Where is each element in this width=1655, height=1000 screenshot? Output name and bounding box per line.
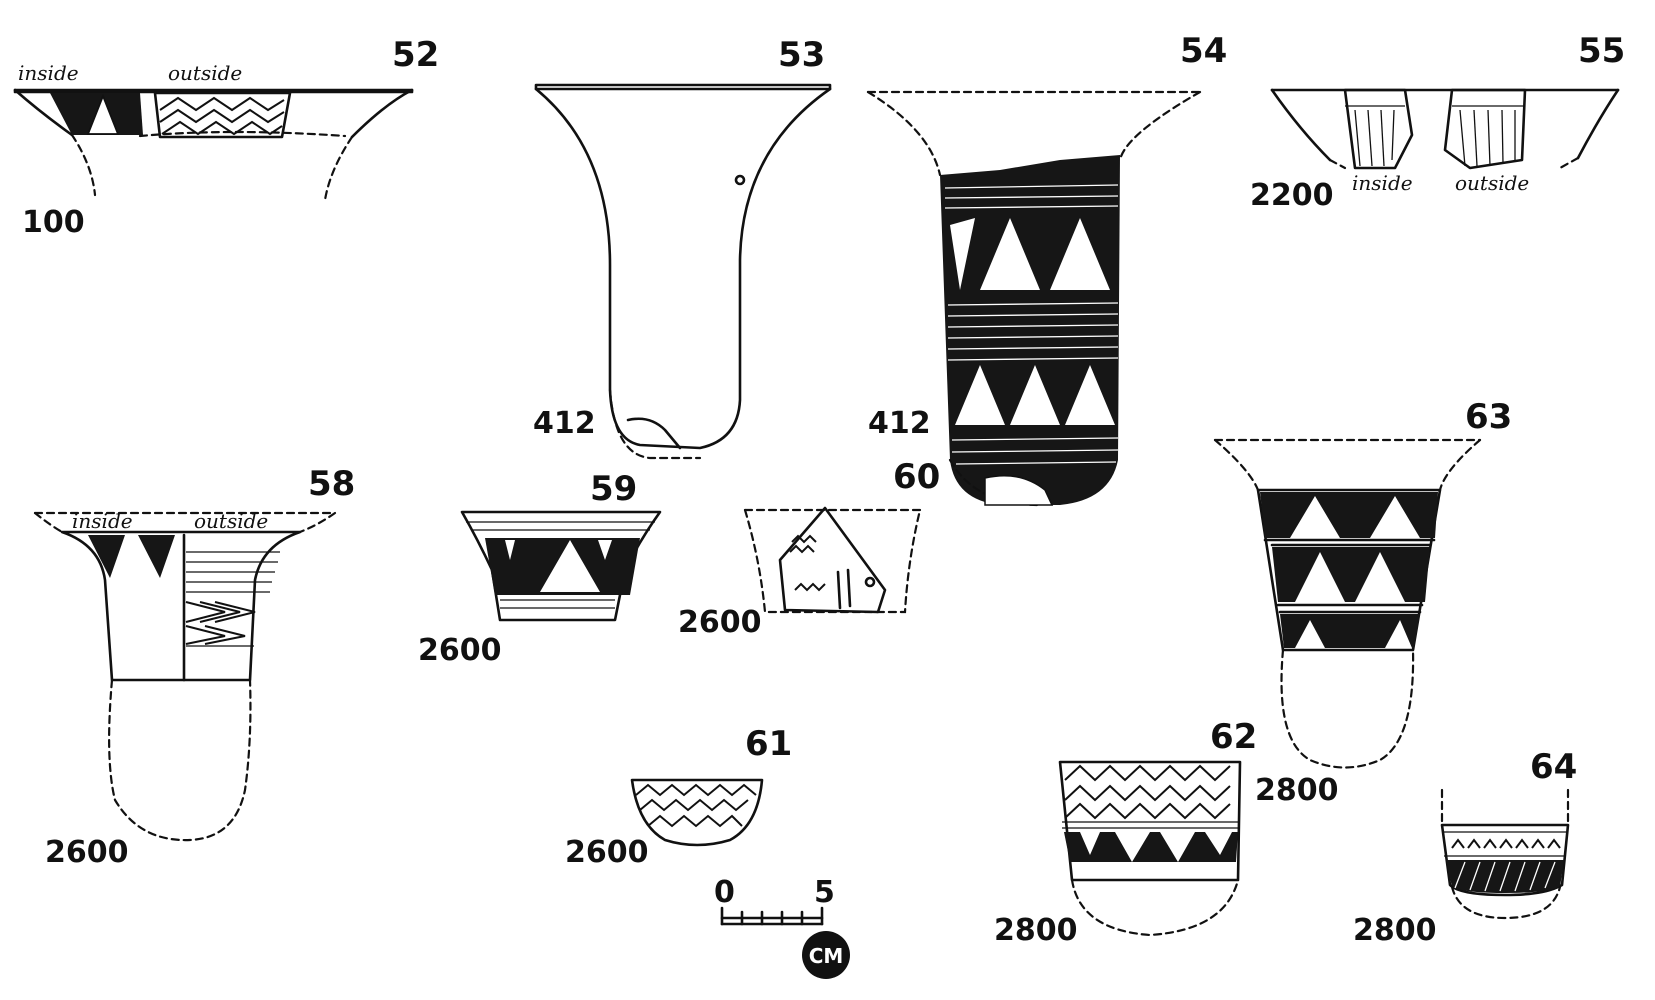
vessel-52-depth: 100 xyxy=(22,205,85,240)
vessel-55: 55 2200 inside outside xyxy=(1250,31,1625,213)
vessel-63-number: 63 xyxy=(1465,397,1512,437)
scale-bar-unit: CM xyxy=(809,944,844,968)
vessel-55-note-outside: outside xyxy=(1455,171,1529,195)
vessel-58-note-outside: outside xyxy=(194,509,268,533)
vessel-61-number: 61 xyxy=(745,724,792,764)
vessel-54-band-lines xyxy=(944,184,1119,465)
vessel-55-note-inside: inside xyxy=(1352,171,1413,195)
vessel-53-depth: 412 xyxy=(533,406,596,441)
vessel-61: 61 2600 xyxy=(565,724,792,870)
vessel-58: 58 2600 inside outside xyxy=(33,464,355,870)
vessel-62-depth: 2800 xyxy=(994,913,1078,948)
vessel-52-note-outside: outside xyxy=(168,61,242,85)
vessel-58-number: 58 xyxy=(308,464,355,504)
vessel-64: 64 2800 xyxy=(1353,747,1577,948)
vessel-64-number: 64 xyxy=(1530,747,1577,787)
vessel-53: 53 412 xyxy=(533,35,832,460)
vessel-52: 52 100 inside outside xyxy=(13,35,439,240)
vessel-53-number: 53 xyxy=(778,35,825,75)
vessel-54-number: 54 xyxy=(1180,31,1227,71)
vessel-62-number: 62 xyxy=(1210,717,1257,757)
vessel-63: 63 2800 xyxy=(1213,397,1512,808)
vessel-61-depth: 2600 xyxy=(565,835,649,870)
vessel-59-number: 59 xyxy=(590,469,637,509)
vessel-59: 59 2600 xyxy=(418,469,662,668)
vessel-58-depth: 2600 xyxy=(45,835,129,870)
vessel-58-note-inside: inside xyxy=(72,509,133,533)
vessel-62: 62 2800 xyxy=(994,717,1257,948)
vessel-52-number: 52 xyxy=(392,35,439,75)
scale-bar: 0 5 CM xyxy=(714,875,850,979)
vessel-54: 54 412 xyxy=(866,31,1227,507)
vessel-64-depth: 2800 xyxy=(1353,913,1437,948)
scale-bar-start: 0 xyxy=(714,875,735,910)
vessel-55-number: 55 xyxy=(1578,31,1625,71)
scale-unit-badge xyxy=(802,931,850,979)
vessel-55-depth: 2200 xyxy=(1250,178,1334,213)
vessel-63-depth: 2800 xyxy=(1255,773,1339,808)
scale-bar-end: 5 xyxy=(814,875,835,910)
vessel-60-depth: 2600 xyxy=(678,605,762,640)
vessel-52-note-inside: inside xyxy=(18,61,79,85)
vessel-59-depth: 2600 xyxy=(418,633,502,668)
vessel-54-depth: 412 xyxy=(868,406,931,441)
vessel-60: 60 2600 xyxy=(678,457,940,640)
vessel-60-number: 60 xyxy=(893,457,940,497)
